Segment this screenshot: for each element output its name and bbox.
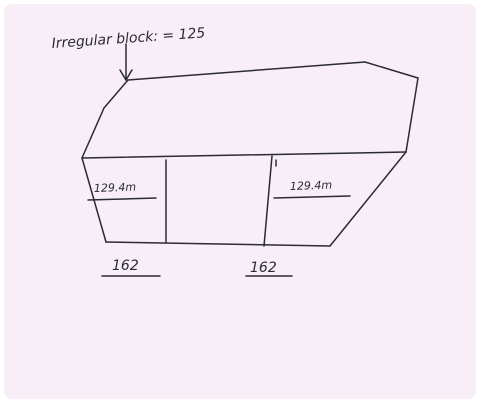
bottom-left-dimension: 162 bbox=[112, 258, 139, 274]
bottom-right-dimension: 162 bbox=[250, 260, 277, 276]
block-right-edge bbox=[405, 77, 419, 153]
block-left-upper-edge bbox=[81, 79, 129, 159]
leader-arrow-head bbox=[119, 69, 133, 81]
block-middle-line bbox=[81, 151, 407, 159]
left-dimension-label: 129.4m bbox=[94, 181, 137, 195]
dimension-tick-right bbox=[273, 195, 351, 199]
right-dimension-label: 129.4m bbox=[290, 179, 333, 193]
top-label: Irregular block: = 125 bbox=[51, 25, 206, 52]
interior-line-right bbox=[263, 155, 273, 247]
block-bottom-edge bbox=[105, 241, 331, 247]
block-right-diagonal bbox=[329, 151, 407, 247]
dimension-tick-left bbox=[87, 197, 157, 201]
paper-background bbox=[4, 4, 476, 399]
block-top-edge bbox=[127, 61, 419, 81]
